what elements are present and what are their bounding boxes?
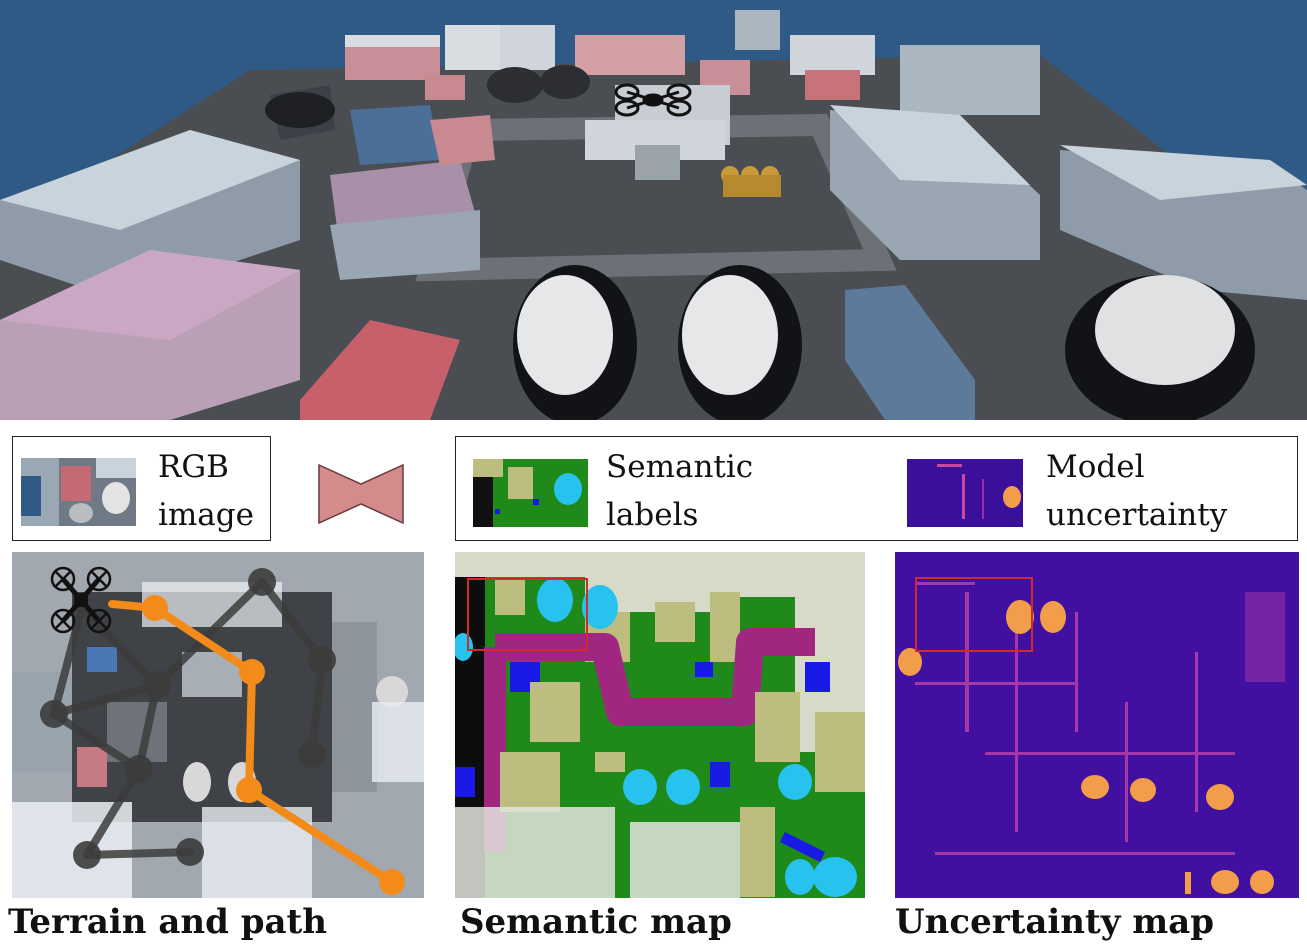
rgb-image-label: RGB image bbox=[158, 449, 254, 533]
uncertainty-panel bbox=[895, 552, 1299, 898]
semantic-panel bbox=[455, 552, 865, 898]
storage-tanks bbox=[265, 92, 1255, 420]
terrain-panel bbox=[12, 552, 424, 898]
legend-rgb-box: RGB image bbox=[12, 436, 271, 541]
uncertainty-edges bbox=[915, 582, 1285, 855]
buildings-right bbox=[830, 105, 1307, 420]
planned-path bbox=[108, 595, 405, 895]
buildings-top bbox=[345, 10, 1040, 115]
rgb-thumbnail bbox=[21, 458, 136, 526]
legend-semantic-uncertainty-box: Semantic labels Model uncertainty bbox=[455, 436, 1298, 541]
drone-icon bbox=[614, 83, 692, 117]
semantic-thumbnail bbox=[473, 459, 588, 527]
uncertainty-hotspots bbox=[898, 600, 1274, 894]
uncertainty-caption: Uncertainty map bbox=[895, 902, 1215, 942]
uncertainty-thumbnail bbox=[907, 459, 1023, 527]
model-uncertainty-label: Model uncertainty bbox=[1046, 449, 1228, 533]
encoder-decoder-icon bbox=[318, 464, 404, 524]
scene-render bbox=[0, 0, 1307, 420]
drone-icon bbox=[50, 566, 112, 634]
graph-edges bbox=[50, 578, 326, 859]
semantic-labels-label: Semantic labels bbox=[606, 449, 754, 533]
graph-nodes bbox=[40, 568, 336, 869]
roi-box bbox=[915, 577, 1033, 652]
semantic-caption: Semantic map bbox=[460, 902, 732, 942]
roi-box bbox=[467, 578, 588, 651]
buildings-left bbox=[0, 85, 495, 420]
terrain-caption: Terrain and path bbox=[8, 902, 327, 942]
